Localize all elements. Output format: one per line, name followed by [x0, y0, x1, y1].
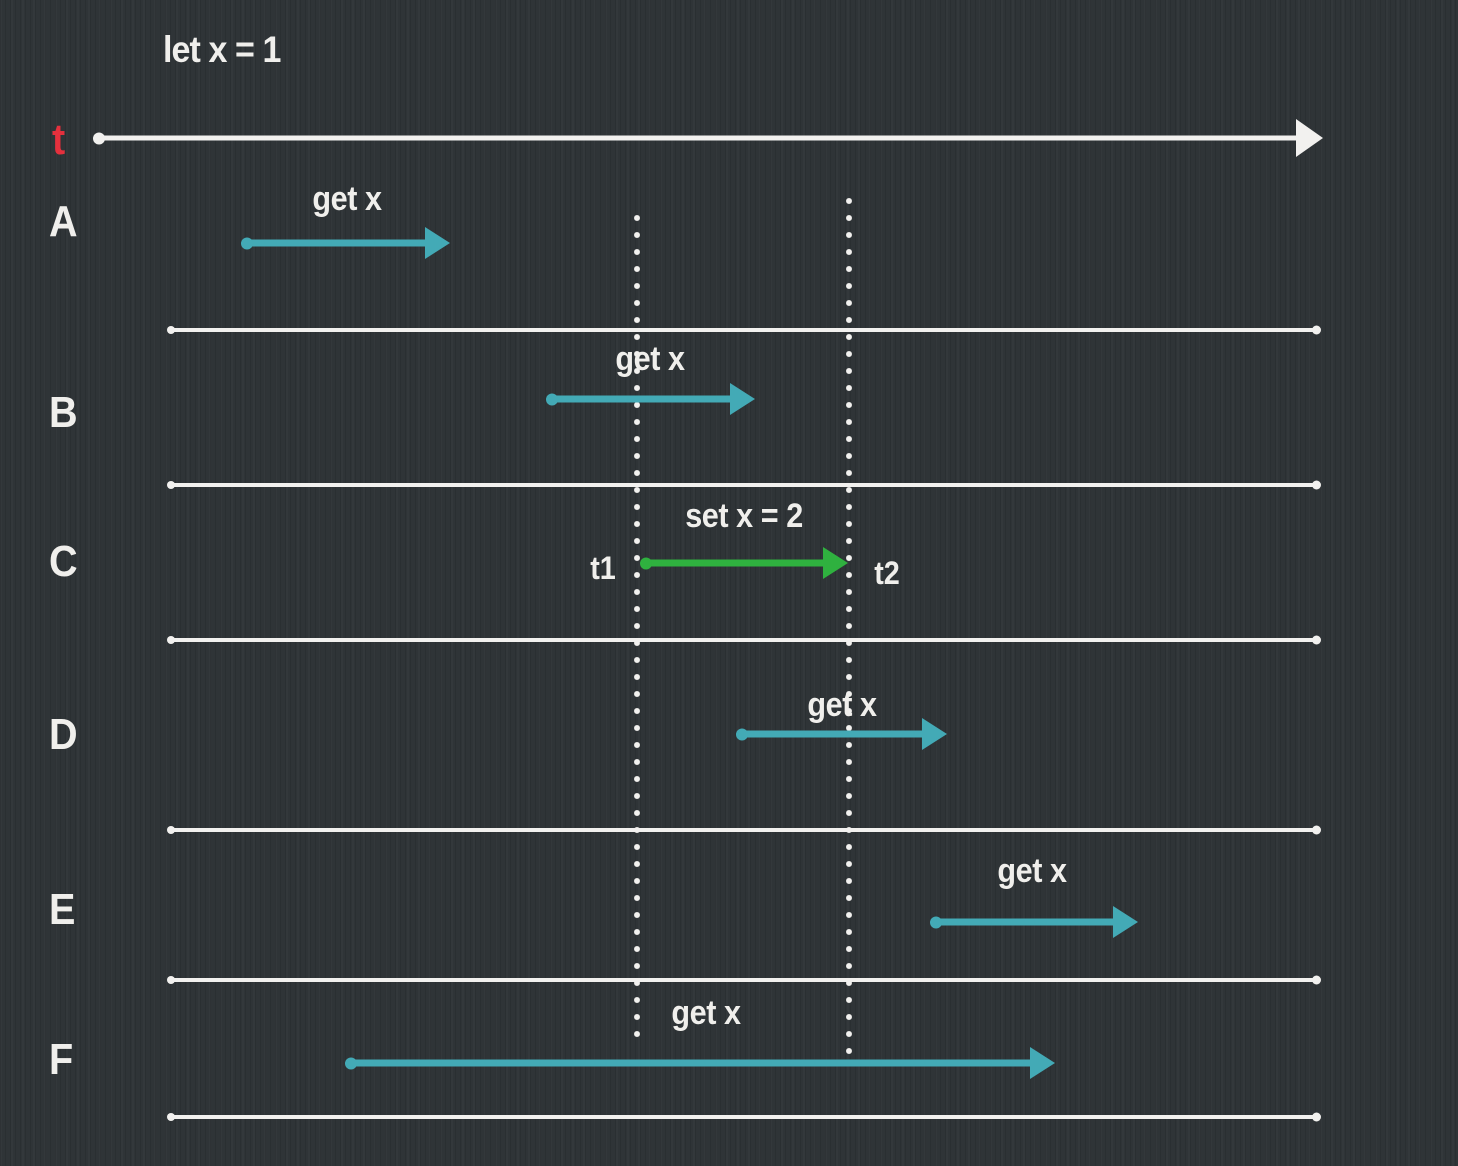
op-label-c: set x = 2 — [685, 497, 803, 535]
thread-label-b: B — [49, 388, 78, 437]
thread-label-d: D — [49, 710, 78, 759]
op-arrow-shaft — [738, 730, 930, 738]
row-separator — [170, 1115, 1318, 1119]
row-separator — [170, 328, 1318, 332]
t1-label: t1 — [590, 550, 616, 586]
op-arrowhead-icon — [1030, 1047, 1055, 1079]
thread-label-f: F — [49, 1035, 74, 1084]
op-arrowhead-icon — [1113, 906, 1138, 938]
op-arrow-shaft — [932, 918, 1121, 926]
op-arrowhead-icon — [823, 547, 848, 579]
thread-label-e: E — [49, 885, 76, 934]
time-axis-label: t — [52, 115, 66, 164]
op-arrow-shaft — [548, 395, 738, 403]
op-label-f: get x — [671, 994, 741, 1032]
op-label-e: get x — [997, 852, 1067, 890]
row-separator — [170, 483, 1318, 487]
t2-gridline — [846, 198, 852, 1055]
op-label-b: get x — [615, 340, 685, 378]
op-label-d: get x — [807, 686, 877, 724]
init-assignment-label: let x = 1 — [163, 29, 281, 70]
t1-gridline — [634, 215, 640, 1048]
op-arrow-shaft — [243, 239, 433, 247]
time-axis-arrowhead-icon — [1296, 119, 1323, 157]
op-arrowhead-icon — [730, 383, 755, 415]
row-separator — [170, 828, 1318, 832]
thread-label-a: A — [49, 197, 78, 246]
row-separator — [170, 978, 1318, 982]
time-axis-shaft — [95, 135, 1304, 141]
row-separator — [170, 638, 1318, 642]
op-label-a: get x — [312, 180, 382, 218]
op-arrow-shaft — [347, 1059, 1038, 1067]
t2-label: t2 — [874, 555, 900, 591]
thread-label-c: C — [49, 537, 78, 586]
op-arrowhead-icon — [922, 718, 947, 750]
op-arrow-shaft — [642, 559, 831, 567]
op-arrowhead-icon — [425, 227, 450, 259]
